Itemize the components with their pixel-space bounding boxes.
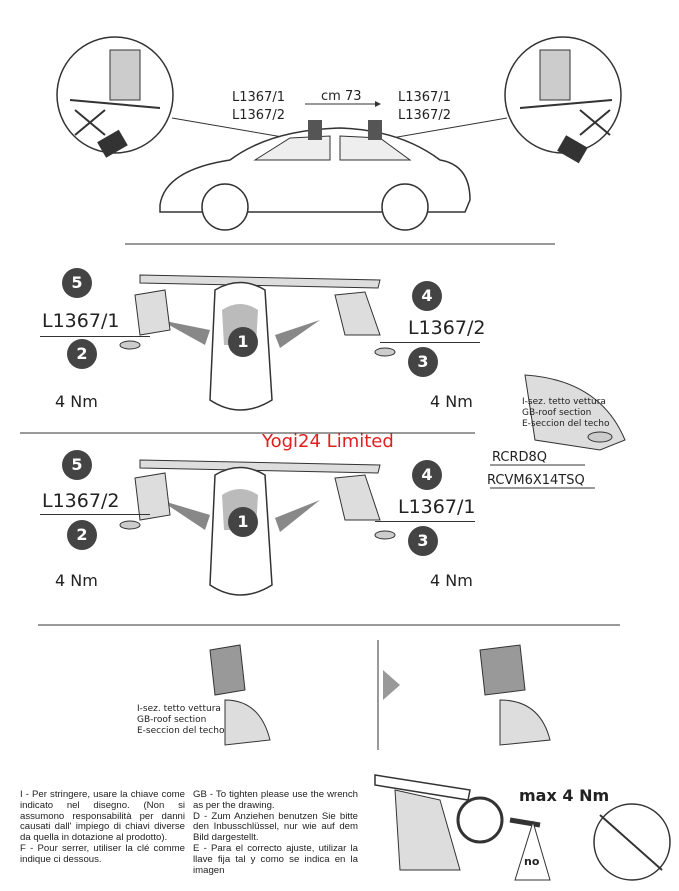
- step-4-a: 4: [412, 281, 442, 311]
- instruction-fr: F - Pour serrer, utiliser la clé comme i…: [20, 842, 185, 865]
- torque-right-b: 4 Nm: [430, 571, 473, 590]
- instruction-gb: GB - To tighten please use the wrench as…: [193, 789, 358, 811]
- step-3-a: 3: [408, 347, 438, 377]
- roof-section-2-line-2: GB-roof section: [137, 715, 207, 725]
- roof-section-line-1: I-sez. tetto vettura: [522, 397, 606, 407]
- no-label: no: [524, 855, 540, 868]
- roof-section-line-3: E-seccion del techo: [522, 419, 610, 429]
- step-5-b: 5: [62, 450, 92, 480]
- distance-label: cm 73: [321, 89, 362, 104]
- step-5-a: 5: [62, 268, 92, 298]
- torque-right-a: 4 Nm: [430, 392, 473, 411]
- washer-code: RCRD8Q: [492, 450, 548, 465]
- step-1-b: 1: [228, 507, 258, 537]
- screw-code: RCVM6X14TSQ: [487, 473, 585, 488]
- roof-section-line-2: GB-roof section: [522, 408, 592, 418]
- step-2-a: 2: [67, 339, 97, 369]
- right-part-code-2: L1367/2: [398, 108, 451, 123]
- left-part-code-1: L1367/1: [232, 90, 285, 105]
- roof-section-2-line-1: I-sez. tetto vettura: [137, 704, 221, 714]
- left-code-a: L1367/1: [42, 310, 120, 332]
- step-4-b: 4: [412, 460, 442, 490]
- left-code-b: L1367/2: [42, 490, 120, 512]
- right-code-a: L1367/2: [408, 317, 486, 339]
- step-1-a: 1: [228, 327, 258, 357]
- instruction-de: D - Zum Anziehen benutzen Sie bitte den …: [193, 810, 358, 844]
- torque-left-a: 4 Nm: [55, 392, 98, 411]
- max-torque-label: max 4 Nm: [519, 786, 610, 805]
- step-3-b: 3: [408, 526, 438, 556]
- right-code-b: L1367/1: [398, 496, 476, 518]
- watermark: Yogi24 Limited: [262, 431, 394, 452]
- roof-section-2-line-3: E-seccion del techo: [137, 726, 225, 736]
- step-2-b: 2: [67, 520, 97, 550]
- right-part-code-1: L1367/1: [398, 90, 451, 105]
- instructions-column-1: I - Per stringere, usare la chiave come …: [20, 789, 185, 866]
- left-part-code-2: L1367/2: [232, 108, 285, 123]
- instruction-es: E - Para el correcto ajuste, utilizar la…: [193, 842, 358, 876]
- instructions-column-2: GB - To tighten please use the wrench as…: [193, 789, 358, 876]
- instruction-it: I - Per stringere, usare la chiave come …: [20, 789, 185, 844]
- torque-left-b: 4 Nm: [55, 571, 98, 590]
